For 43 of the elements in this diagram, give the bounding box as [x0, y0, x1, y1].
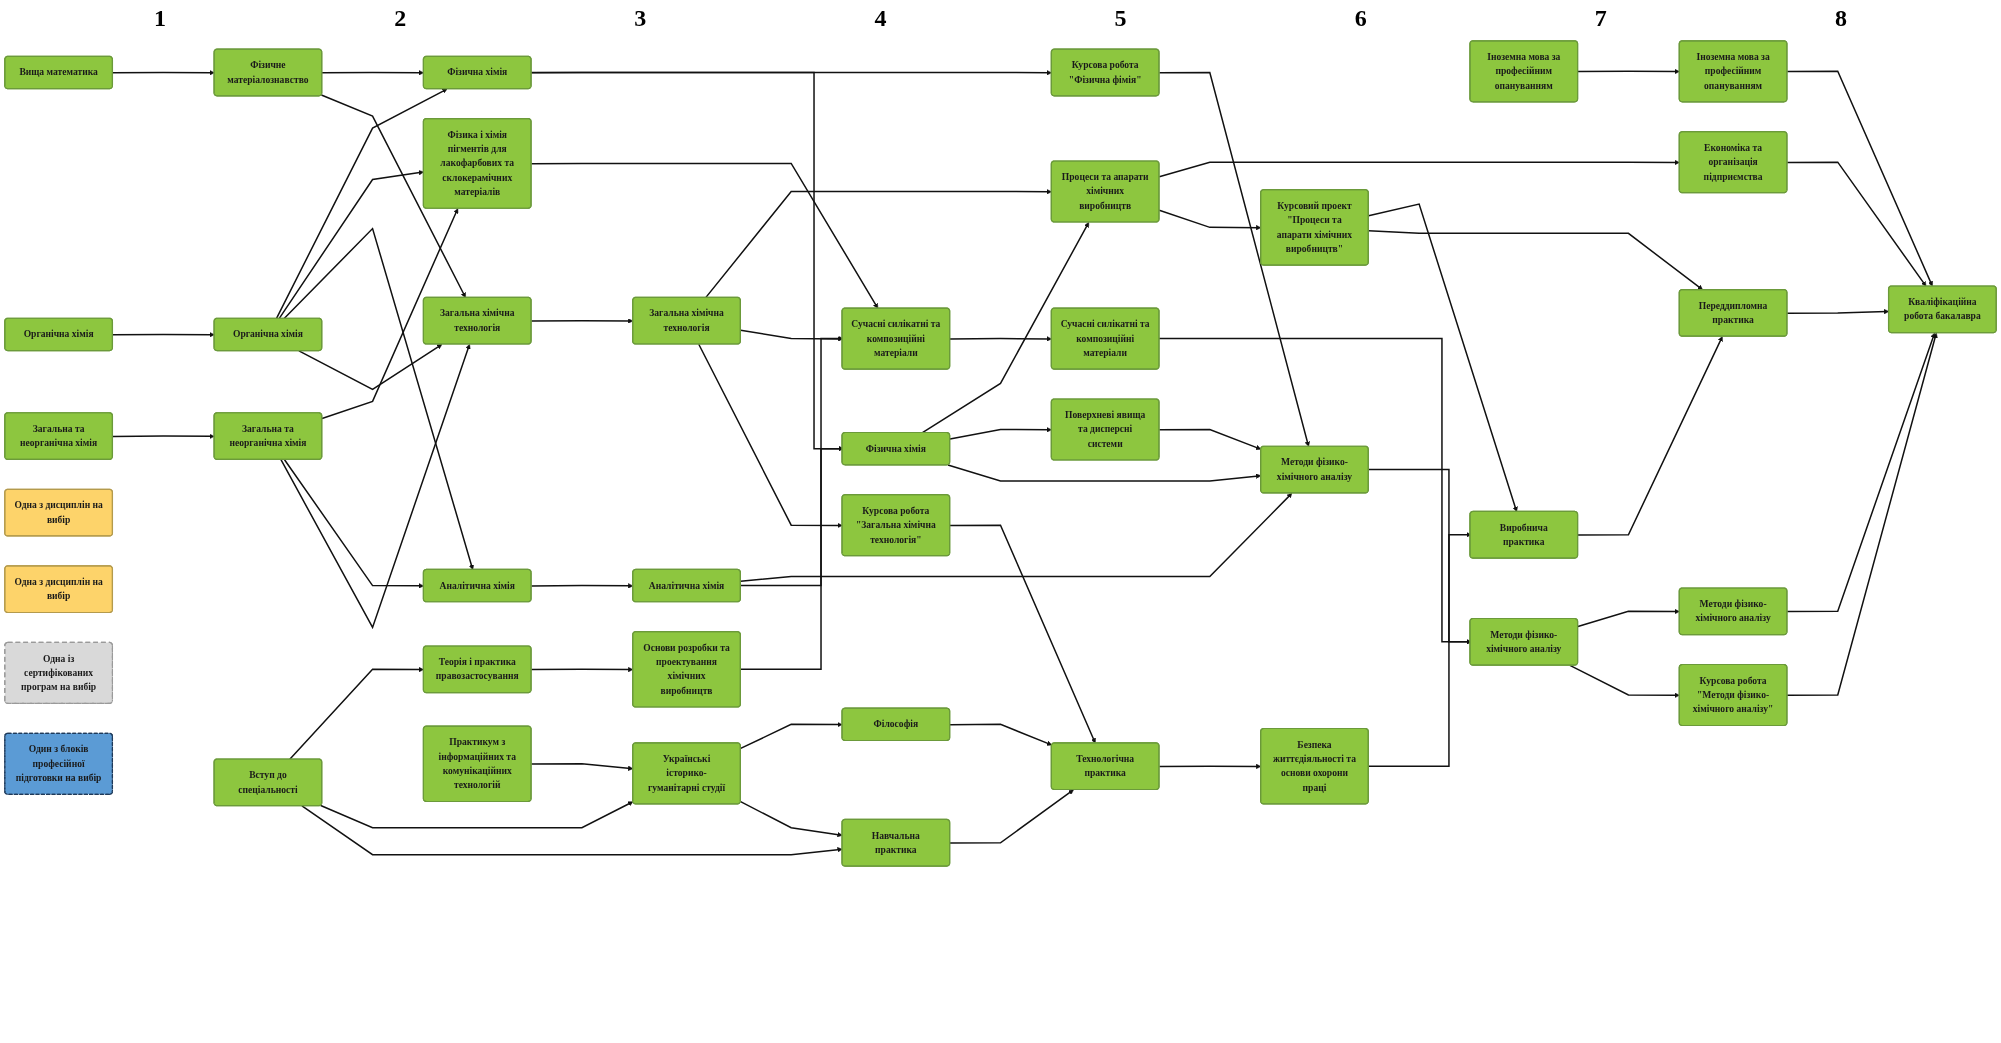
arrow: [698, 343, 843, 529]
arrow: [1158, 71, 1310, 447]
arrow: [301, 805, 843, 856]
arrow: [112, 332, 215, 338]
arrow: [949, 427, 1052, 440]
column-number: 2: [394, 4, 407, 32]
arrow: [1577, 608, 1680, 628]
arrow: [949, 524, 1096, 744]
arrow: [1577, 336, 1723, 536]
arrow: [1786, 161, 1927, 287]
column-number: 7: [1594, 4, 1607, 32]
arrow: [705, 189, 1052, 299]
arrow: [289, 666, 424, 761]
arrow: [949, 336, 1052, 342]
arrow: [298, 344, 443, 391]
arrow: [1786, 70, 1933, 287]
arrow: [921, 222, 1090, 434]
arrow: [1158, 159, 1680, 178]
arrow: [275, 88, 448, 320]
arrow: [320, 94, 466, 298]
arrow: [1786, 332, 1938, 697]
arrow: [1158, 428, 1262, 450]
arrow: [112, 70, 215, 76]
arrow: [278, 170, 424, 320]
arrow: [1786, 332, 1936, 613]
column-number: 8: [1834, 4, 1847, 32]
arrow: [283, 227, 474, 570]
column-number: 5: [1114, 4, 1127, 32]
column-number: 1: [154, 4, 167, 32]
arrow: [949, 723, 1053, 746]
arrow: [739, 800, 843, 838]
column-number: 3: [634, 4, 647, 32]
arrow: [321, 70, 424, 76]
arrow: [112, 433, 215, 439]
arrow: [320, 801, 634, 829]
arrow: [949, 789, 1074, 844]
arrow: [1577, 68, 1680, 75]
arrow: [1569, 664, 1680, 698]
column-number: 6: [1354, 4, 1367, 32]
arrow: [321, 208, 459, 420]
arrow: [280, 344, 471, 630]
arrow: [283, 458, 424, 589]
column-number: 4: [874, 4, 887, 32]
